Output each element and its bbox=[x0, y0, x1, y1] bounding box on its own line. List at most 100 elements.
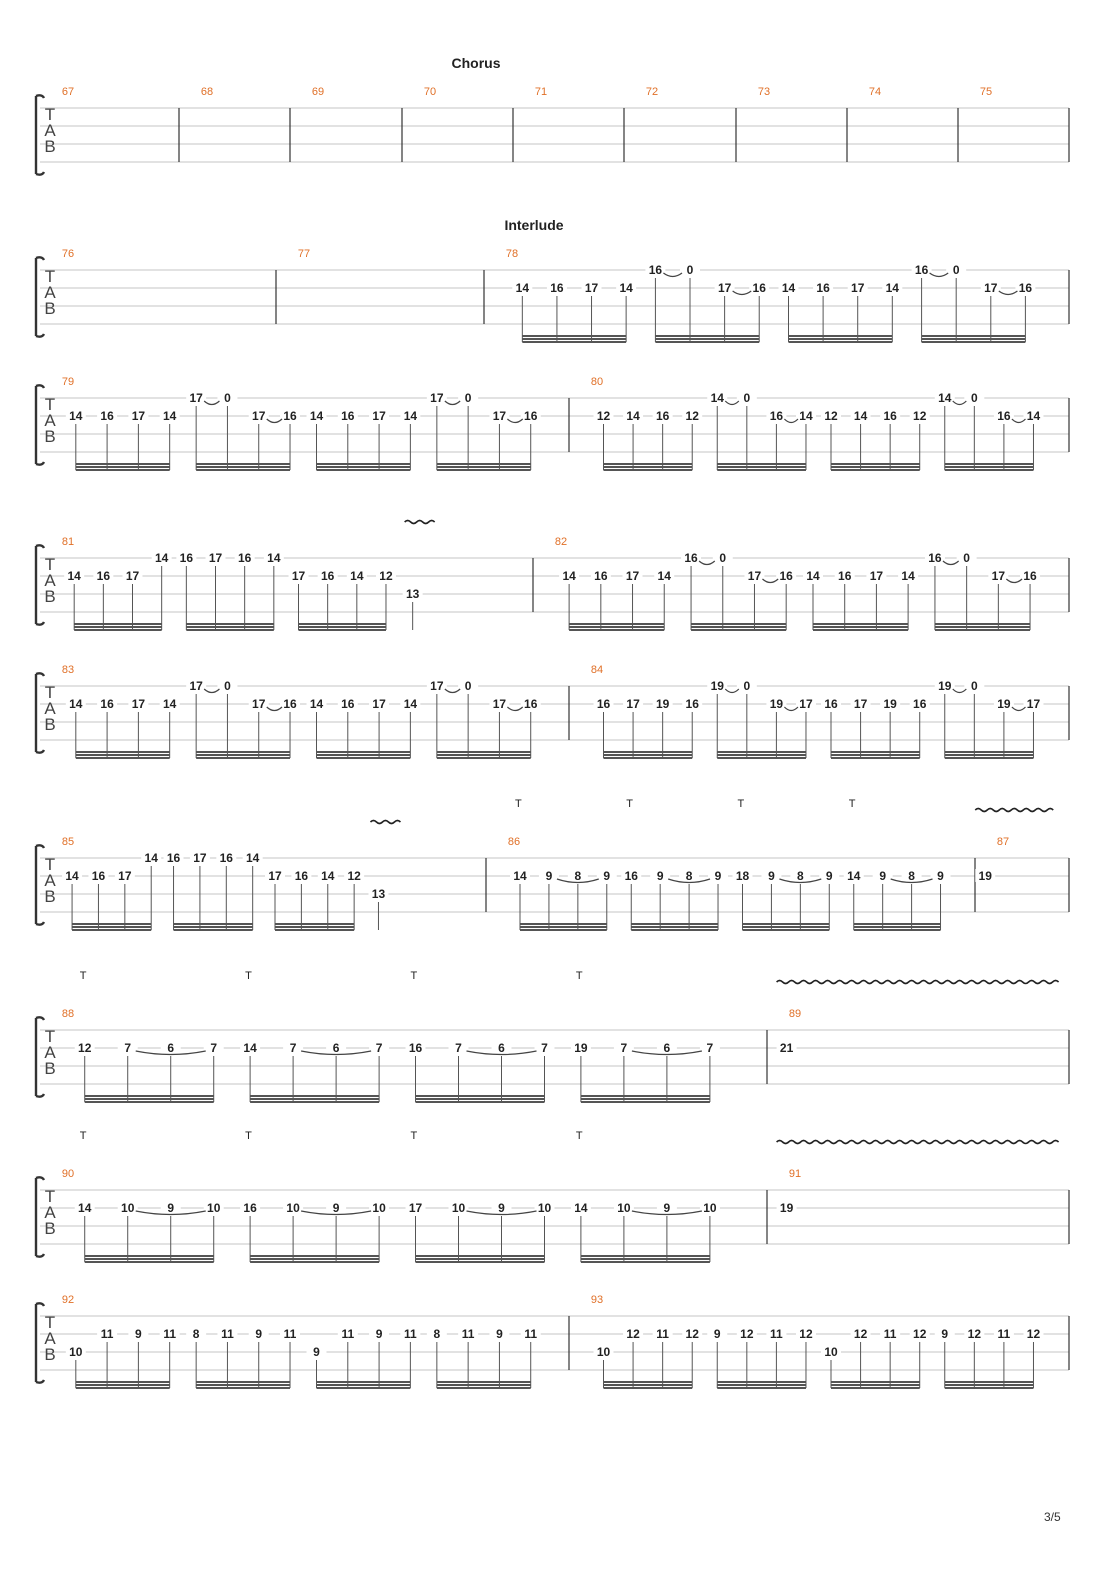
fret-bg bbox=[117, 1201, 138, 1214]
fret-bg bbox=[652, 409, 673, 422]
tie-arc bbox=[929, 272, 949, 278]
fret-bg bbox=[880, 409, 901, 422]
fret-bg bbox=[776, 1041, 797, 1054]
fret-bg bbox=[291, 869, 312, 882]
fret-bg bbox=[872, 869, 893, 882]
fret-number: 7 bbox=[376, 1041, 383, 1055]
fret-number: 11 bbox=[221, 1327, 234, 1341]
bar-number: 82 bbox=[555, 536, 567, 548]
fret-number: 10 bbox=[452, 1201, 466, 1215]
fret-number: 14 bbox=[711, 391, 725, 405]
tie-arc bbox=[732, 290, 752, 296]
fret-number: 17 bbox=[992, 569, 1006, 583]
fret-bg bbox=[707, 391, 728, 404]
fret-number: 9 bbox=[498, 1201, 505, 1215]
fret-bg bbox=[426, 391, 447, 404]
fret-number: 9 bbox=[768, 869, 775, 883]
tie-arc bbox=[1005, 578, 1023, 584]
fret-number: 12 bbox=[854, 1327, 868, 1341]
fret-number: 16 bbox=[409, 1041, 423, 1055]
fret-bg bbox=[744, 569, 765, 582]
tap-marker: T bbox=[515, 798, 522, 810]
fret-bg bbox=[512, 281, 533, 294]
fret-bg bbox=[909, 697, 930, 710]
fret-bg bbox=[280, 409, 301, 422]
fret-number: 10 bbox=[207, 1201, 221, 1215]
tie-arc bbox=[1011, 418, 1026, 424]
fret-bg bbox=[749, 281, 770, 294]
fret-bg bbox=[682, 697, 703, 710]
fret-number: 9 bbox=[603, 869, 610, 883]
fret-bg bbox=[369, 1327, 390, 1340]
fret-number: 9 bbox=[826, 869, 833, 883]
fret-number: 0 bbox=[687, 263, 694, 277]
fret-number: 16 bbox=[524, 697, 538, 711]
fret-bg bbox=[491, 1201, 512, 1214]
fret-number: 17 bbox=[493, 697, 507, 711]
fret-bg bbox=[426, 679, 447, 692]
fret-bg bbox=[344, 869, 365, 882]
fret-number: 14 bbox=[321, 869, 335, 883]
fret-number: 7 bbox=[707, 1041, 714, 1055]
tie-arc bbox=[300, 1210, 372, 1216]
fret-number: 10 bbox=[824, 1345, 838, 1359]
fret-bg bbox=[151, 551, 172, 564]
fret-bg bbox=[776, 569, 797, 582]
fret-number: 12 bbox=[597, 409, 611, 423]
fret-bg bbox=[803, 569, 823, 582]
tie-arc bbox=[667, 878, 711, 884]
fret-bg bbox=[117, 1041, 138, 1054]
tie-arc bbox=[998, 290, 1018, 296]
fret-bg bbox=[1023, 697, 1044, 710]
fret-number: 0 bbox=[224, 679, 231, 693]
tie-arc bbox=[698, 560, 716, 566]
fret-number: 17 bbox=[118, 869, 132, 883]
fret-number: 11 bbox=[656, 1327, 669, 1341]
vibrato-wave bbox=[776, 979, 1060, 985]
fret-number: 16 bbox=[770, 409, 784, 423]
fret-number: 17 bbox=[252, 409, 266, 423]
fret-bg bbox=[850, 409, 871, 422]
fret-bg bbox=[766, 697, 787, 710]
fret-bg bbox=[369, 697, 390, 710]
tie-arc bbox=[203, 400, 220, 406]
fret-bg bbox=[795, 409, 816, 422]
fret-bg bbox=[534, 1201, 555, 1214]
fret-bg bbox=[766, 1327, 787, 1340]
fret-number: 9 bbox=[255, 1327, 262, 1341]
fret-number: 16 bbox=[816, 281, 830, 295]
fret-number: 17 bbox=[268, 869, 282, 883]
fret-number: 12 bbox=[347, 869, 361, 883]
fret-bg bbox=[776, 1201, 797, 1214]
vibrato-wave bbox=[974, 807, 1054, 813]
fret-bg bbox=[909, 1327, 930, 1340]
bar-number: 89 bbox=[789, 1008, 801, 1020]
bar-number: 86 bbox=[508, 836, 520, 848]
fret-bg bbox=[679, 869, 700, 882]
fret-bg bbox=[570, 1201, 591, 1214]
fret-bg bbox=[280, 697, 301, 710]
fret-number: 16 bbox=[283, 409, 297, 423]
fret-number: 19 bbox=[997, 697, 1011, 711]
tab-clef-letter: B bbox=[44, 299, 55, 318]
fret-number: 16 bbox=[524, 409, 538, 423]
tab-clef-letter: A bbox=[44, 121, 56, 140]
fret-number: 8 bbox=[686, 869, 693, 883]
system-bracket bbox=[34, 1016, 46, 1098]
fret-bg bbox=[128, 697, 149, 710]
fret-bg bbox=[559, 569, 580, 582]
fret-bg bbox=[930, 869, 951, 882]
tie-arc bbox=[1011, 706, 1026, 712]
tie-arc bbox=[266, 706, 283, 712]
fret-bg bbox=[326, 1041, 347, 1054]
fret-bg bbox=[934, 679, 955, 692]
fret-number: 12 bbox=[824, 409, 838, 423]
fret-bg bbox=[283, 1201, 304, 1214]
fret-number: 14 bbox=[658, 569, 672, 583]
fret-number: 16 bbox=[341, 409, 355, 423]
fret-bg bbox=[205, 551, 226, 564]
fret-bg bbox=[369, 1201, 390, 1214]
fret-number: 16 bbox=[100, 409, 114, 423]
